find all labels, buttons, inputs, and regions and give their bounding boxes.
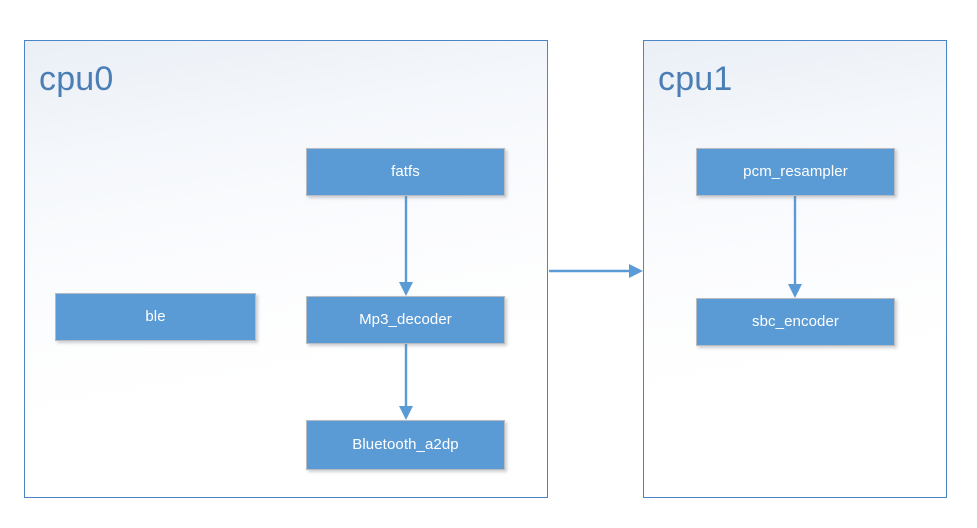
block-mp3-decoder-label: Mp3_decoder (359, 311, 452, 328)
block-sbc-encoder[interactable]: sbc_encoder (696, 298, 895, 346)
block-bluetooth-a2dp-label: Bluetooth_a2dp (352, 436, 459, 453)
block-pcm-resampler[interactable]: pcm_resampler (696, 148, 895, 196)
cpu0-label: cpu0 (39, 60, 114, 98)
block-ble[interactable]: ble (55, 293, 256, 341)
block-sbc-encoder-label: sbc_encoder (752, 313, 839, 330)
block-bluetooth-a2dp[interactable]: Bluetooth_a2dp (306, 420, 505, 470)
cpu1-label: cpu1 (658, 60, 733, 98)
block-fatfs-label: fatfs (391, 163, 420, 180)
block-ble-label: ble (145, 308, 166, 325)
block-mp3-decoder[interactable]: Mp3_decoder (306, 296, 505, 344)
cpu0-container[interactable]: cpu0 (24, 40, 548, 498)
arrow-cpu0-to-cpu1 (549, 264, 643, 278)
block-pcm-resampler-label: pcm_resampler (743, 163, 848, 180)
block-fatfs[interactable]: fatfs (306, 148, 505, 196)
cpu1-container[interactable]: cpu1 (643, 40, 947, 498)
